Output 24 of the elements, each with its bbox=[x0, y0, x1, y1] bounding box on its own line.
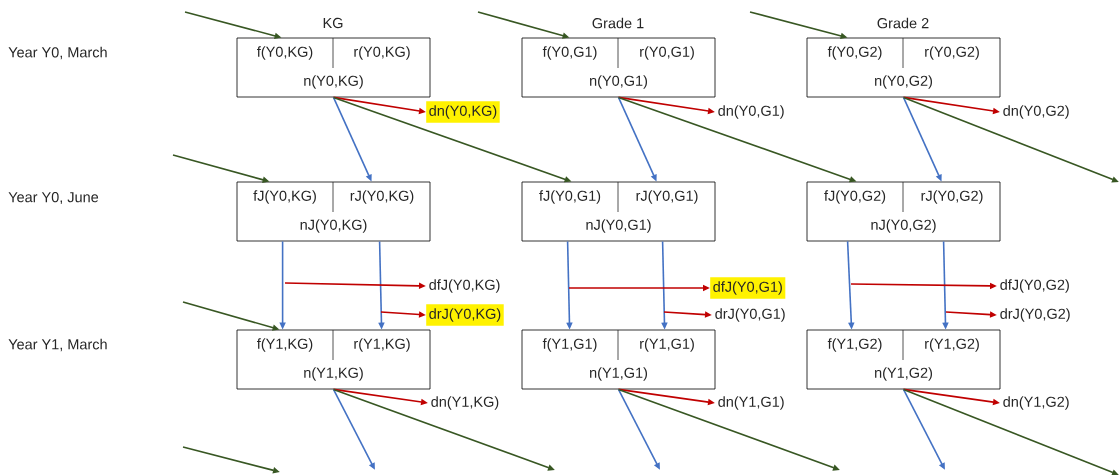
variable-label: dfJ(Y0,KG) bbox=[429, 279, 500, 293]
highlighted-text: drJ(Y0,KG) bbox=[426, 304, 504, 326]
variable-label: dn(Y1,G1) bbox=[718, 396, 784, 410]
state-box: f(Y1,KG) r(Y1,KG) n(Y1,KG) bbox=[236, 329, 431, 390]
row-label: Year Y0, June bbox=[8, 192, 99, 204]
highlighted-text: dn(Y0,KG) bbox=[426, 101, 500, 123]
state-box: f(Y1,G2) r(Y1,G2) n(Y1,G2) bbox=[806, 329, 1001, 390]
variable-label: dn(Y0,G1) bbox=[718, 105, 784, 119]
state-box: fJ(Y0,G2) rJ(Y0,G2) nJ(Y0,G2) bbox=[806, 181, 1001, 242]
state-box: fJ(Y0,G1) rJ(Y0,G1) nJ(Y0,G1) bbox=[521, 181, 716, 242]
variable-label: dn(Y1,G2) bbox=[1003, 396, 1069, 410]
highlighted-text: dfJ(Y0,G1) bbox=[710, 277, 786, 299]
variable-label: dn(Y0,G2) bbox=[1003, 105, 1069, 119]
state-box: f(Y0,G2) r(Y0,G2) n(Y0,G2) bbox=[806, 37, 1001, 98]
variable-label: dn(Y1,KG) bbox=[431, 396, 499, 410]
state-box: fJ(Y0,KG) rJ(Y0,KG) nJ(Y0,KG) bbox=[236, 181, 431, 242]
variable-label: drJ(Y0,G1) bbox=[715, 308, 785, 322]
variable-label: dfJ(Y0,G2) bbox=[1000, 279, 1069, 293]
row-label: Year Y1, March bbox=[8, 338, 107, 352]
state-box: f(Y0,KG) r(Y0,KG) n(Y0,KG) bbox=[236, 37, 431, 98]
variable-label: drJ(Y0,G2) bbox=[1000, 308, 1070, 322]
state-box: f(Y0,G1) r(Y0,G1) n(Y0,G1) bbox=[521, 37, 716, 98]
row-label: Year Y0, March bbox=[8, 46, 107, 60]
state-box: f(Y1,G1) r(Y1,G1) n(Y1,G1) bbox=[521, 329, 716, 390]
